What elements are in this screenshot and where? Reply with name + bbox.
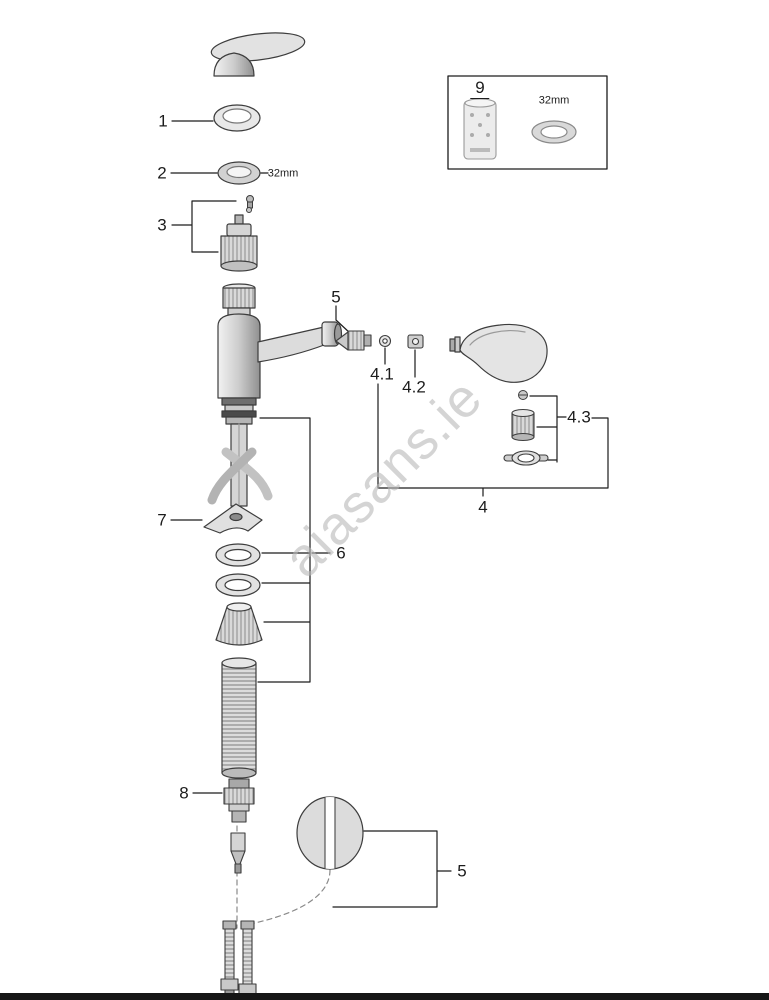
label-part-5-bottom: 5 xyxy=(457,861,467,881)
bottom-border-bar xyxy=(0,993,769,1000)
inset-32mm-ring xyxy=(531,120,577,144)
check-valve xyxy=(230,832,246,874)
hose-weight-ball xyxy=(296,796,364,870)
part2-nut-ring xyxy=(217,161,261,185)
handle-lever xyxy=(210,32,306,77)
label-part-9: 9 xyxy=(470,79,490,99)
part4-3-flange xyxy=(503,450,549,466)
callout-leader-lines xyxy=(170,120,609,908)
inset-box-part9 xyxy=(447,75,608,170)
part3-screw xyxy=(246,195,254,213)
part3-cartridge xyxy=(220,214,258,272)
label-part-2: 2 xyxy=(157,163,167,183)
part4-3-screw xyxy=(518,390,528,400)
label-part-6: 6 xyxy=(336,543,346,563)
label-part-8: 8 xyxy=(179,783,189,803)
part4-2-nut xyxy=(407,334,424,349)
dashed-assembly-lines xyxy=(236,771,331,929)
threaded-shank xyxy=(221,657,257,779)
part4-3-aerator xyxy=(511,408,535,442)
label-part-1: 1 xyxy=(158,111,168,131)
label-part-7: 7 xyxy=(157,510,167,530)
spray-head xyxy=(449,323,548,383)
crossed-hoses xyxy=(207,447,273,505)
part6-oring-2 xyxy=(215,573,261,597)
part1-cap-ring xyxy=(213,104,261,132)
label-size-32mm-inset: 32mm xyxy=(538,94,570,107)
label-part-4: 4 xyxy=(478,497,488,517)
part8-adapter xyxy=(223,778,255,823)
label-part-5-top: 5 xyxy=(331,287,341,307)
inset-cartridge-tool xyxy=(463,98,497,160)
part4-1-washer xyxy=(378,334,392,348)
label-part-3: 3 xyxy=(157,215,167,235)
part6-oring-1 xyxy=(215,543,261,567)
faucet-body xyxy=(217,283,343,507)
label-part-4-3: 4.3 xyxy=(567,407,591,427)
part5-hose-connector xyxy=(335,330,372,351)
label-size-32mm: 32mm xyxy=(267,167,299,180)
part7-mounting-bracket xyxy=(203,503,263,534)
escutcheon-cone xyxy=(215,602,263,646)
label-part-4-1: 4.1 xyxy=(370,364,394,384)
supply-hoses xyxy=(220,920,257,997)
label-part-4-2: 4.2 xyxy=(402,377,426,397)
